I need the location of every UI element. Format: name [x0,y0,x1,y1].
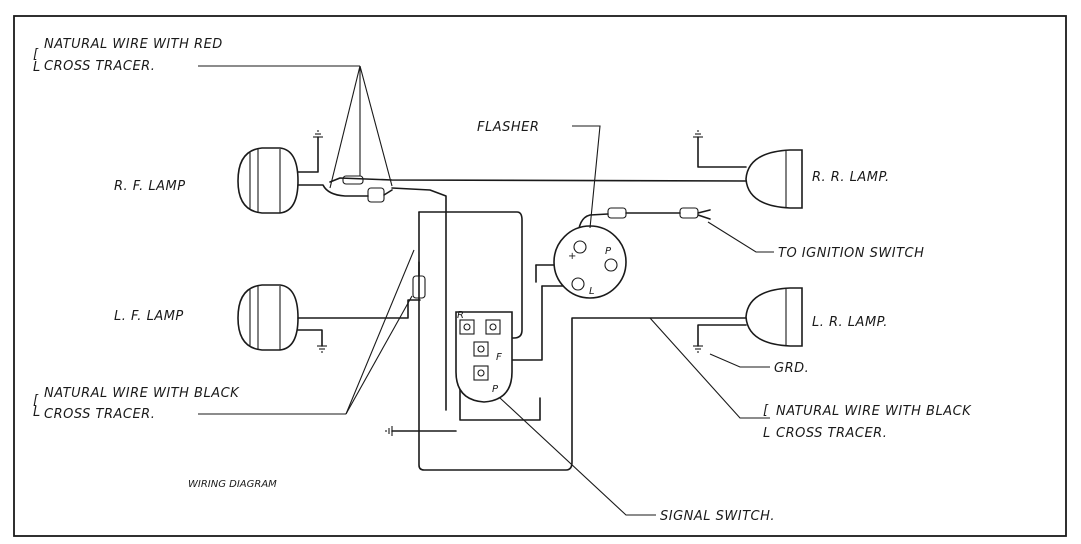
diagram-frame [13,15,1067,537]
ground-symbol-lr [693,324,747,353]
red-tracer-label-2: CROSS TRACER. [44,59,155,74]
lr-lamp [745,287,803,347]
lf-lamp-label: L. F. LAMP [114,309,184,324]
lf-lamp [237,284,299,351]
switch-terminal-f: F [496,352,502,363]
ground-symbol-rf [297,130,323,173]
leader-lines [198,65,774,516]
black-tracer-left-bracket: [ [33,393,39,408]
black-tracer-right-label-1: NATURAL WIRE WITH BLACK [776,404,972,419]
wiring-diagram-caption: WIRING DIAGRAM [188,479,277,490]
red-tracer-label-1: NATURAL WIRE WITH RED [44,37,223,52]
ignition-switch-label: TO IGNITION SWITCH [778,246,924,261]
grd-label: GRD. [774,361,809,376]
flasher-terminal-l: L [589,286,595,297]
flasher-terminal-plus: + [568,251,576,262]
ground-symbol-lf [297,329,327,353]
switch-terminal-p: P [492,384,499,395]
rr-lamp-label: R. R. LAMP. [812,170,890,185]
lr-lamp-label: L. R. LAMP. [812,315,888,330]
flasher-label: FLASHER [477,120,539,135]
black-tracer-right-bracket-2: L [763,426,771,441]
flasher-terminal-p: P [605,246,612,257]
black-tracer-right-bracket: [ [763,403,769,418]
red-tracer-bracket: [ [33,47,39,62]
black-tracer-left-label-2: CROSS TRACER. [44,407,155,422]
rf-lamp-label: R. F. LAMP [114,179,186,194]
rf-lamp [237,147,299,214]
ground-symbol-rr [693,130,747,168]
signal-switch-body: R F P [455,310,513,403]
black-tracer-left-label-1: NATURAL WIRE WITH BLACK [44,386,240,401]
red-tracer-bracket-2: L [33,60,41,75]
black-tracer-left-bracket-2: L [33,405,41,420]
signal-switch-label: SIGNAL SWITCH. [660,509,775,524]
black-tracer-right-label-2: CROSS TRACER. [776,426,887,441]
wiring-harness [297,175,747,471]
flasher-unit: + P L [553,225,627,299]
ground-symbol-switch [385,426,457,436]
rr-lamp [745,149,803,209]
switch-terminal-r: R [457,310,464,321]
